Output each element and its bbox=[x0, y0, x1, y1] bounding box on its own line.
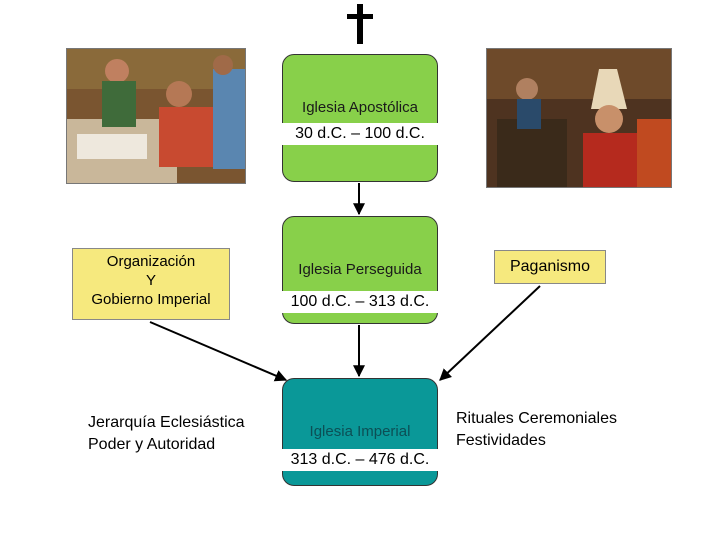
timeline-box-apostolic: Iglesia Apostólica 30 d.C. – 100 d.C. bbox=[281, 54, 439, 182]
paganism-label: Paganismo bbox=[509, 258, 591, 275]
timeline-dates: 100 d.C. – 313 d.C. bbox=[281, 291, 439, 313]
result-line: Rituales Ceremoniales bbox=[456, 410, 617, 427]
timeline-title: Iglesia Imperial bbox=[309, 423, 411, 440]
organization-influence-box: Organización Y Gobierno Imperial bbox=[72, 248, 230, 320]
organization-line: Organización bbox=[106, 253, 196, 270]
timeline-box-imperial: Iglesia Imperial 313 d.C. – 476 d.C. bbox=[281, 378, 439, 486]
arrow-paganism-to-imperial bbox=[439, 285, 541, 381]
timeline-dates: 30 d.C. – 100 d.C. bbox=[281, 123, 439, 145]
latin-cross-icon bbox=[347, 4, 373, 44]
result-line: Poder y Autoridad bbox=[88, 436, 216, 453]
organization-line: Y bbox=[145, 272, 156, 289]
result-line: Jerarquía Eclesiástica bbox=[88, 414, 245, 431]
result-line: Festividades bbox=[456, 432, 546, 449]
timeline-title: Iglesia Apostólica bbox=[302, 99, 418, 116]
hierarchy-result-text: Jerarquía Eclesiástica Poder y Autoridad bbox=[88, 412, 245, 456]
arrow-organization-to-imperial bbox=[149, 321, 288, 382]
ceremonial-procession-scene-image bbox=[486, 48, 672, 188]
rituals-result-text: Rituales Ceremoniales Festividades bbox=[456, 408, 617, 452]
timeline-box-persecuted: Iglesia Perseguida 100 d.C. – 313 d.C. bbox=[281, 216, 439, 324]
apostles-writing-scene-image bbox=[66, 48, 246, 184]
timeline-title: Iglesia Perseguida bbox=[298, 261, 422, 278]
timeline-dates: 313 d.C. – 476 d.C. bbox=[281, 449, 439, 471]
paganism-influence-box: Paganismo bbox=[494, 250, 606, 284]
organization-line: Gobierno Imperial bbox=[91, 291, 211, 308]
